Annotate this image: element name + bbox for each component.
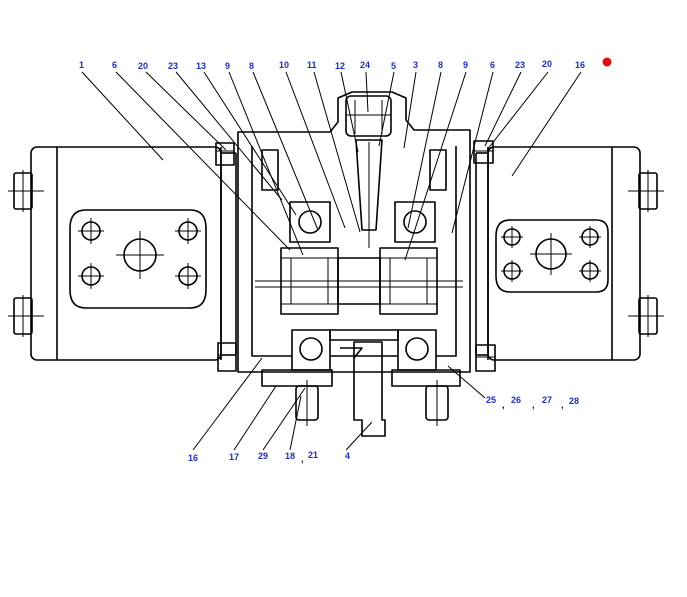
callout-9b: 9 xyxy=(463,60,468,70)
left-pump-housing xyxy=(8,142,237,372)
callouts-top: 1 6 20 23 13 9 8 10 11 12 24 5 3 8 9 6 2… xyxy=(79,57,612,71)
callout-29: 29 xyxy=(258,451,268,461)
separator-26-27: , xyxy=(532,400,535,410)
callout-5: 5 xyxy=(391,61,396,71)
callout-24: 24 xyxy=(360,60,370,70)
callout-17: 17 xyxy=(229,452,239,462)
callout-1: 1 xyxy=(79,60,84,70)
callout-3: 3 xyxy=(413,60,418,70)
separator-18-21: , xyxy=(301,454,304,464)
callout-18: 18 xyxy=(285,451,295,461)
callout-6: 6 xyxy=(112,60,117,70)
callout-23: 23 xyxy=(168,61,178,71)
right-pump-housing xyxy=(473,140,664,372)
callout-26: 26 xyxy=(511,395,521,405)
red-marker-icon xyxy=(602,57,612,67)
separator-25-26: , xyxy=(502,400,505,410)
callout-13: 13 xyxy=(196,61,206,71)
callout-10: 10 xyxy=(279,60,289,70)
central-gearbox xyxy=(237,91,471,437)
callout-23b: 23 xyxy=(515,60,525,70)
callout-11: 11 xyxy=(307,60,317,70)
callout-16-bottom: 16 xyxy=(188,453,198,463)
callout-27: 27 xyxy=(542,395,552,405)
callouts-bottom: 16 17 29 18 , 21 4 xyxy=(188,450,350,464)
callout-25: 25 xyxy=(486,395,496,405)
callout-20: 20 xyxy=(138,61,148,71)
callout-16: 16 xyxy=(575,60,585,70)
callout-28: 28 xyxy=(569,396,579,406)
callout-20b: 20 xyxy=(542,59,552,69)
callout-21: 21 xyxy=(308,450,318,460)
callout-8b: 8 xyxy=(438,60,443,70)
callout-8: 8 xyxy=(249,61,254,71)
leader-lines xyxy=(81,71,582,451)
callout-6b: 6 xyxy=(490,60,495,70)
callout-9: 9 xyxy=(225,61,230,71)
callout-12: 12 xyxy=(335,61,345,71)
separator-27-28: , xyxy=(561,400,564,410)
callouts-right: 25 , 26 , 27 , 28 xyxy=(486,395,579,410)
callout-4: 4 xyxy=(345,451,350,461)
